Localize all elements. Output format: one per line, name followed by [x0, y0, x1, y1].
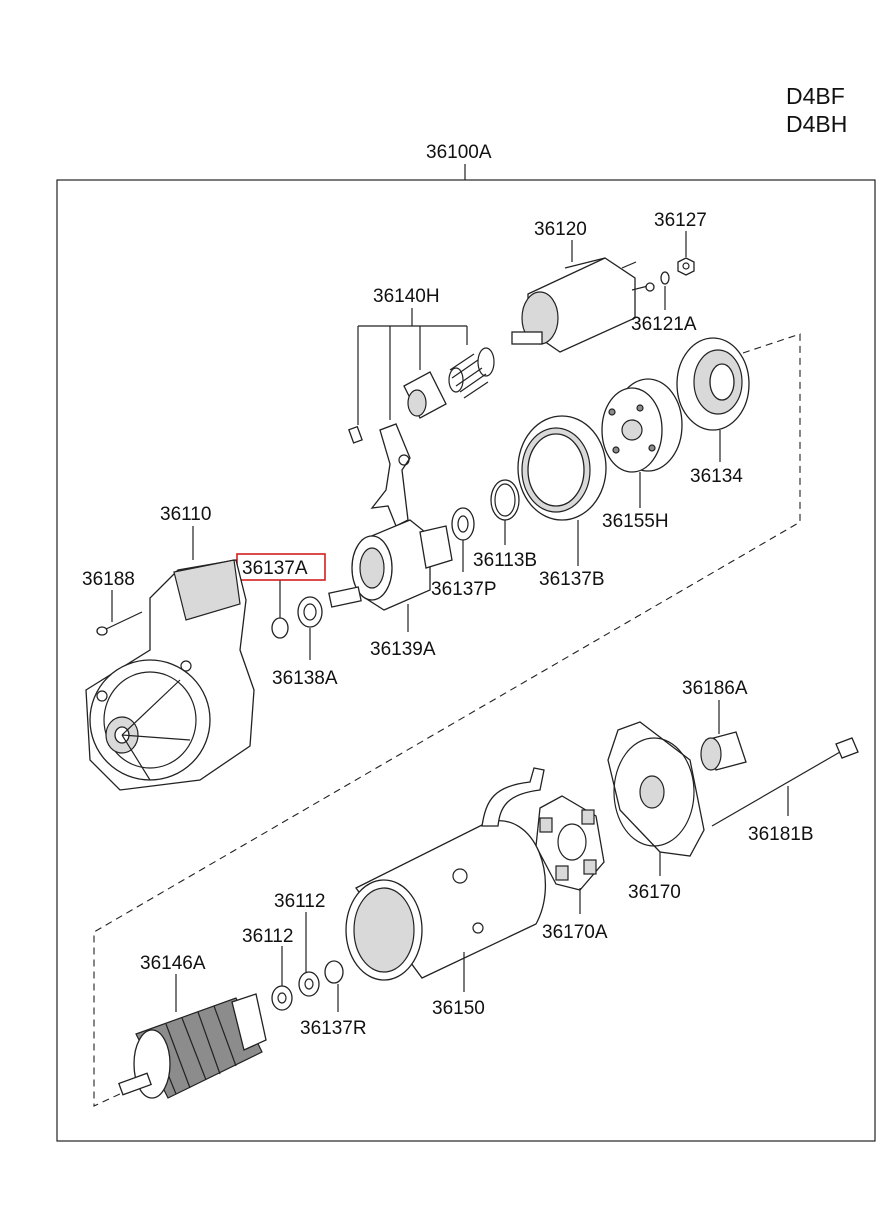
- washer-36121A: [660, 271, 670, 285]
- assembly-frame: 36100A: [56, 142, 876, 1142]
- bushing-36186A: [700, 731, 747, 771]
- armature-36146A: [118, 993, 267, 1099]
- part-label-36188: 36188: [82, 569, 135, 590]
- part-label-36170: 36170: [628, 882, 681, 903]
- part-label-36150: 36150: [432, 998, 485, 1019]
- solenoid-switch: [511, 257, 655, 353]
- part-label-36146A: 36146A: [140, 953, 206, 974]
- engine-code-1: D4BF: [786, 83, 845, 109]
- part-label-36139A: 36139A: [370, 639, 436, 660]
- rear-cover-36170: [607, 721, 705, 857]
- return-spring: [448, 347, 495, 399]
- part-label-36137P: 36137P: [431, 579, 497, 600]
- part-label-36186A: 36186A: [682, 678, 748, 699]
- dashed-guide-frame: [93, 333, 801, 1107]
- part-label-36137R: 36137R: [300, 1018, 367, 1039]
- washer-36112-a: [271, 985, 293, 1011]
- through-bolt-36181B: [711, 737, 859, 827]
- shift-lever: [370, 423, 411, 527]
- ring-gear-36137B: [517, 415, 607, 521]
- part-label-36127: 36127: [654, 210, 707, 231]
- part-label-36137B: 36137B: [539, 569, 605, 590]
- bolt-36188: [96, 611, 143, 636]
- part-label-36121A: 36121A: [631, 314, 697, 335]
- part-label-36120: 36120: [534, 219, 587, 240]
- yoke-assembly-36150: [345, 767, 547, 981]
- stop-collar-36138A: [297, 596, 323, 628]
- part-label-36138A: 36138A: [272, 668, 338, 689]
- part-label-36155H: 36155H: [602, 511, 669, 532]
- nut-36127: [677, 257, 695, 276]
- part-label-36110: 36110: [160, 504, 211, 525]
- washer-36113B: [490, 479, 520, 521]
- part-label-36112-b: 36112: [274, 891, 325, 912]
- lever-kit-leaders: [357, 308, 468, 425]
- gear-plate-36155H: [601, 378, 683, 473]
- overrunning-clutch-36139A: [328, 519, 453, 611]
- part-label-36113B: 36113B: [473, 550, 537, 571]
- plunger-bushing: [403, 371, 447, 419]
- pin: [348, 425, 363, 444]
- washer-36137P: [451, 507, 475, 541]
- part-label-36134: 36134: [690, 466, 743, 487]
- part-label-36137A[interactable]: 36137A: [242, 558, 308, 579]
- front-housing-36110: [85, 559, 255, 791]
- snap-ring-36137A[interactable]: [271, 617, 289, 639]
- engine-code-2: D4BH: [786, 111, 847, 137]
- part-label-36140H: 36140H: [373, 286, 440, 307]
- gasket-36134: [676, 337, 750, 431]
- assembly-label: 36100A: [426, 142, 492, 163]
- snap-ring-36137R: [324, 960, 344, 984]
- part-label-36181B: 36181B: [748, 824, 814, 845]
- part-label-36170A: 36170A: [542, 922, 608, 943]
- brush-holder-36170A: [535, 795, 605, 891]
- washer-36112-b: [298, 971, 320, 997]
- part-label-36112-a: 36112: [242, 926, 293, 947]
